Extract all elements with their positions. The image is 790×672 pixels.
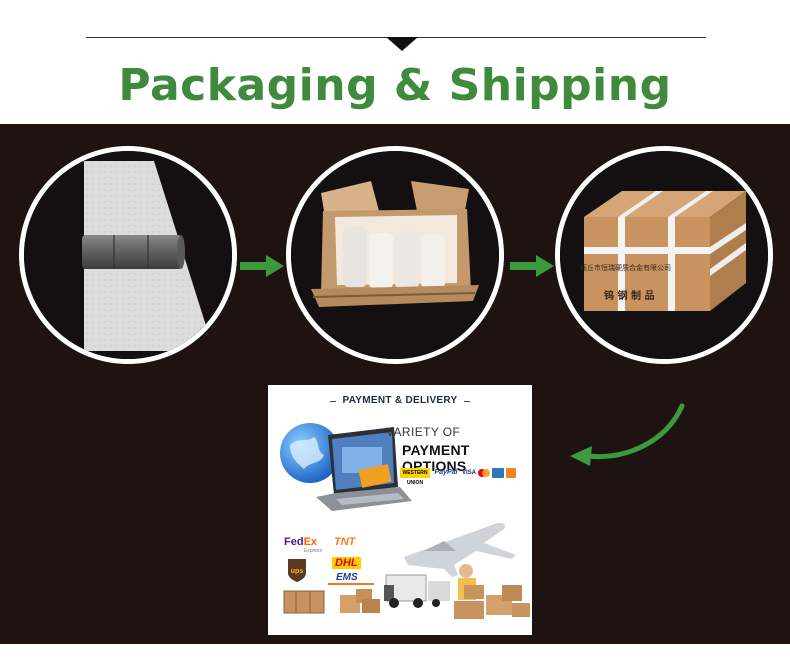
svg-text:ups: ups: [291, 568, 304, 575]
dhl-logo: DHL: [332, 557, 361, 569]
western-union-logo: WESTERN UNION: [400, 468, 430, 486]
page-title: Packaging & Shipping: [118, 60, 672, 111]
card-header: PAYMENT & DELIVERY: [336, 395, 464, 409]
curved-arrow-icon: [570, 403, 685, 466]
tnt-logo: TNT: [334, 536, 356, 548]
ems-underline: [328, 583, 374, 585]
step-2-open-carton: [286, 146, 504, 364]
globe-laptop-icon: [280, 423, 412, 511]
parcel-boxes-icon: [283, 589, 380, 614]
box-label-bottom: 钨 钢 制 品: [604, 291, 655, 302]
fedex-express-label: Express: [304, 548, 323, 554]
mastercard-logo: [478, 468, 490, 478]
ems-logo: EMS: [336, 572, 358, 583]
arrow-right-icon: [240, 255, 284, 277]
bottom-strip: [0, 644, 790, 672]
sealed-strapped-carton-icon: [560, 151, 768, 359]
ups-shield-icon: ups: [288, 559, 306, 582]
step-1-rod-on-foam: [19, 146, 237, 364]
variety-text: VARIETY OF: [386, 425, 461, 439]
paypal-logo: PayPal: [434, 469, 458, 476]
tungsten-rod-on-foam-icon: [24, 151, 232, 359]
plane-truck-delivery-icon: [384, 522, 530, 619]
open-carton-with-padding-icon: [291, 151, 499, 359]
visa-logo: VISA: [462, 470, 477, 476]
caret-down-icon: [386, 37, 418, 51]
discover-logo: [506, 468, 516, 478]
amex-logo: [492, 468, 504, 478]
step-3-sealed-carton: 钰丘市恒瑞硬质合金有限公司 钨 钢 制 品: [555, 146, 773, 364]
fedex-logo: FedEx: [284, 536, 318, 548]
arrow-right-icon: [510, 255, 554, 277]
payment-delivery-card: PAYMENT & DELIVERY VARIETY OF PAYMENT OP…: [268, 385, 532, 635]
box-label-top: 钰丘市恒瑞硬质合金有限公司: [580, 264, 671, 272]
